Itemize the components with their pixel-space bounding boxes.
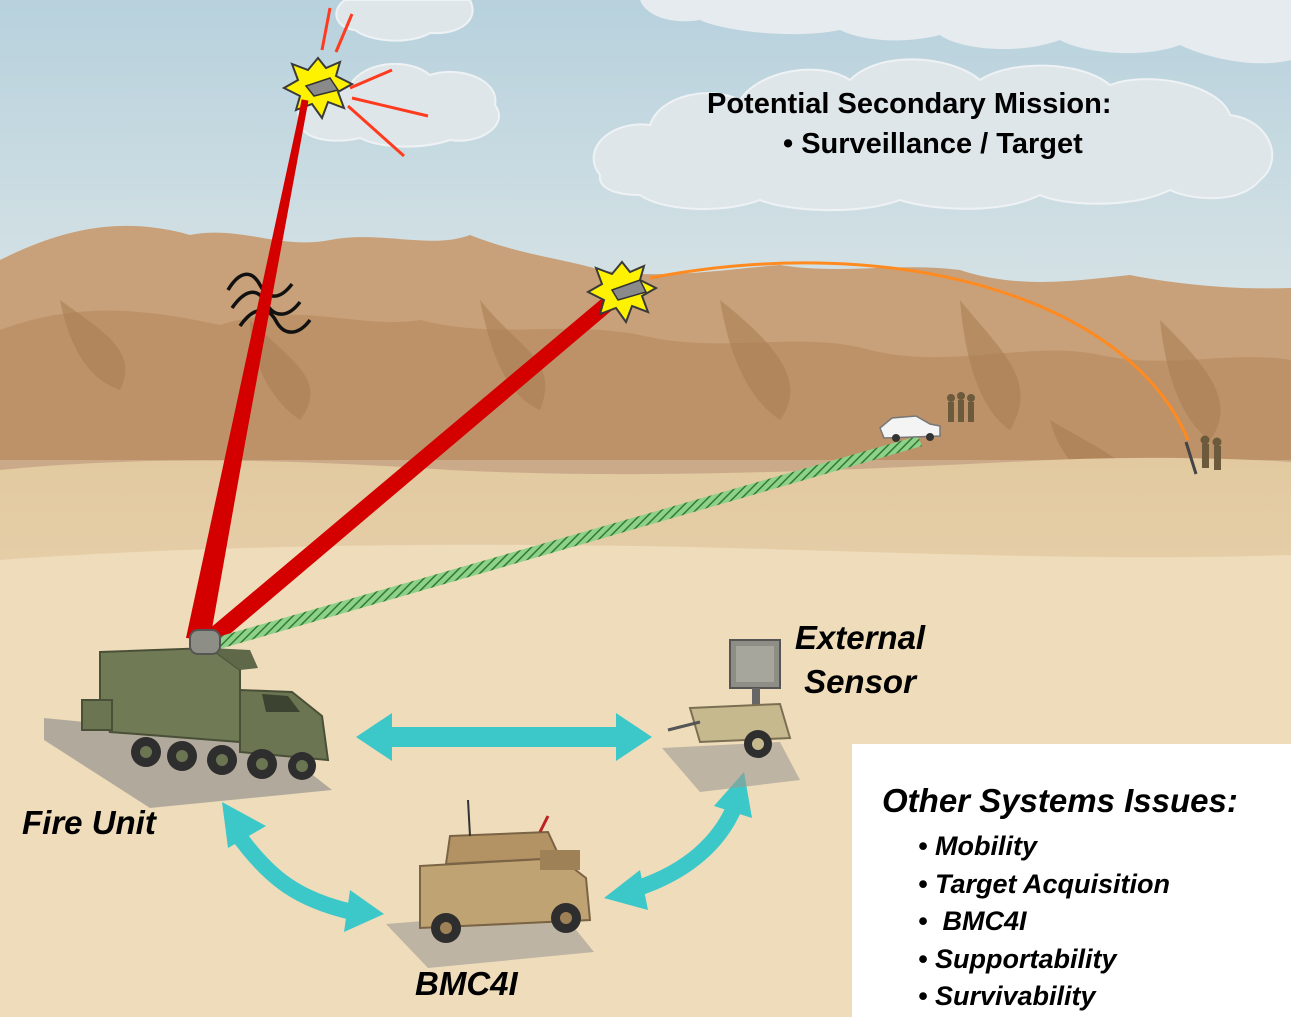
other-issues-title: Other Systems Issues: <box>882 782 1238 819</box>
laser-beam-wide-1 <box>186 100 306 640</box>
external-sensor-label: External Sensor <box>760 616 960 704</box>
issue-target-acquisition: Target Acquisition <box>918 866 1170 904</box>
secondary-mission-title: Potential Secondary Mission: <box>707 88 1112 120</box>
issue-survivability: Survivability <box>918 978 1170 1016</box>
comm-arrowhead-4 <box>604 870 648 910</box>
bmc4i-label: BMC4I <box>415 965 518 1002</box>
cloud-top-right <box>640 0 1291 64</box>
other-issues-list: Mobility Target Acquisition BMC4I Suppor… <box>918 828 1170 1016</box>
comm-arrowhead-2 <box>344 890 384 932</box>
fire-unit-truck <box>44 629 332 808</box>
comm-arrow-sensor-to-bmc4i <box>629 804 742 898</box>
issue-supportability: Supportability <box>918 941 1170 979</box>
other-issues-panel: Other Systems Issues: Mobility Target Ac… <box>852 744 1291 1017</box>
cloud-top-left <box>297 0 500 148</box>
mortar-team <box>1184 435 1222 475</box>
issue-mobility: Mobility <box>918 828 1170 866</box>
secondary-mission-item: • Surveillance / Target <box>783 128 1083 160</box>
comm-arrowhead-1 <box>222 802 266 848</box>
fire-unit-label: Fire Unit <box>22 804 156 841</box>
external-sensor-label-line1: External <box>794 619 926 656</box>
cloud-right <box>592 58 1274 212</box>
ballistic-arc <box>649 261 1190 441</box>
laser-beam-to-projectile <box>196 290 624 644</box>
comm-arrow-fire-unit-to-sensor <box>356 713 652 761</box>
distant-truck <box>879 415 941 442</box>
issue-bmc4i: BMC4I <box>918 903 1170 941</box>
comm-arrow-fire-unit-to-bmc4i <box>229 827 354 920</box>
sensor-link-beam <box>214 436 922 650</box>
external-sensor-label-line2: Sensor <box>804 663 916 700</box>
projectile-target-hit <box>585 260 659 325</box>
external-sensor-trailer <box>662 639 800 792</box>
distant-soldiers <box>947 392 975 422</box>
bmc4i-humvee <box>386 799 594 968</box>
